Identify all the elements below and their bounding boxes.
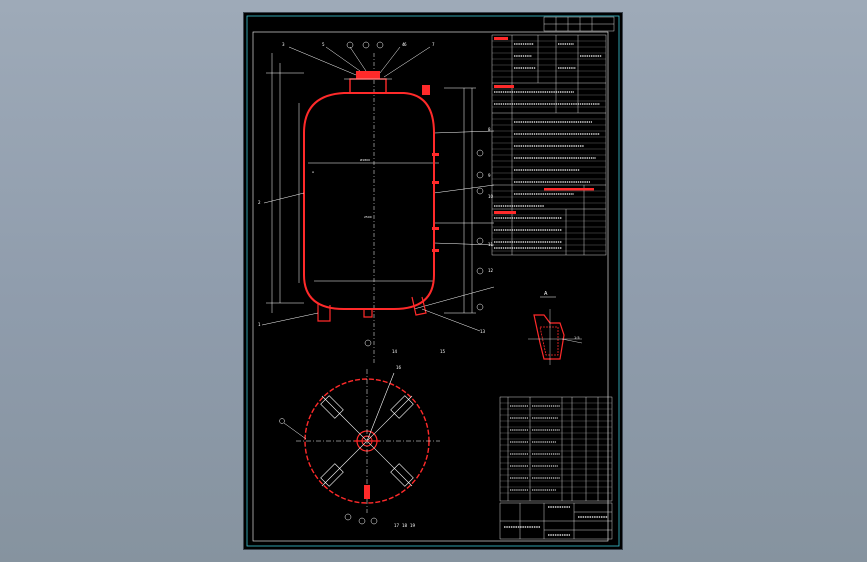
cad-drawing: Ø1800 2500 A 3 5 6 4 7 2 1 8 9 10 11 12 … [246, 15, 620, 547]
top-title-strip [543, 16, 615, 32]
callout-12: 12 [488, 268, 494, 273]
callout-19: 19 [410, 523, 416, 528]
parts-list-glyphs [510, 405, 560, 491]
callout-14: 14 [392, 349, 398, 354]
callout-6: 6 [404, 42, 407, 47]
callout-5: 5 [322, 42, 325, 47]
callout-16: 16 [396, 365, 402, 370]
inner-frame [252, 31, 609, 542]
parts-list [499, 396, 613, 502]
svg-text:A: A [312, 170, 315, 174]
callout-8: 8 [488, 127, 491, 132]
callout-4: 4 [402, 42, 405, 47]
callout-2: 2 [258, 200, 261, 205]
design-data-glyphs [494, 43, 602, 249]
outer-frame [246, 15, 620, 547]
drawing-sheet: Ø1800 2500 A 3 5 6 4 7 2 1 8 9 10 11 12 … [244, 13, 622, 549]
design-data-table [491, 34, 607, 256]
detail-scale: 1:5 [574, 336, 580, 340]
callout-15: 15 [440, 349, 446, 354]
vessel-plan-view: 16 17 18 19 [279, 365, 440, 528]
svg-text:2500: 2500 [364, 215, 372, 219]
callout-18: 18 [402, 523, 408, 528]
callout-9: 9 [488, 173, 491, 178]
callout-7: 7 [432, 42, 435, 47]
top-balloons [346, 41, 484, 347]
design-data-rows [492, 40, 606, 252]
callout-10: 10 [488, 194, 494, 199]
callout-1: 1 [258, 322, 261, 327]
callouts-top [261, 46, 481, 332]
title-block [499, 502, 613, 540]
detail-view-a: A 1:5 [528, 291, 583, 365]
vessel-elevation: Ø1800 2500 A [266, 53, 495, 363]
callout-3: 3 [282, 42, 285, 47]
callout-11: 11 [488, 242, 494, 247]
callout-17: 17 [394, 523, 400, 528]
callout-13: 13 [480, 329, 486, 334]
parts-list-rows [500, 402, 612, 494]
detail-label: A [544, 291, 548, 297]
svg-text:Ø1800: Ø1800 [360, 157, 370, 162]
